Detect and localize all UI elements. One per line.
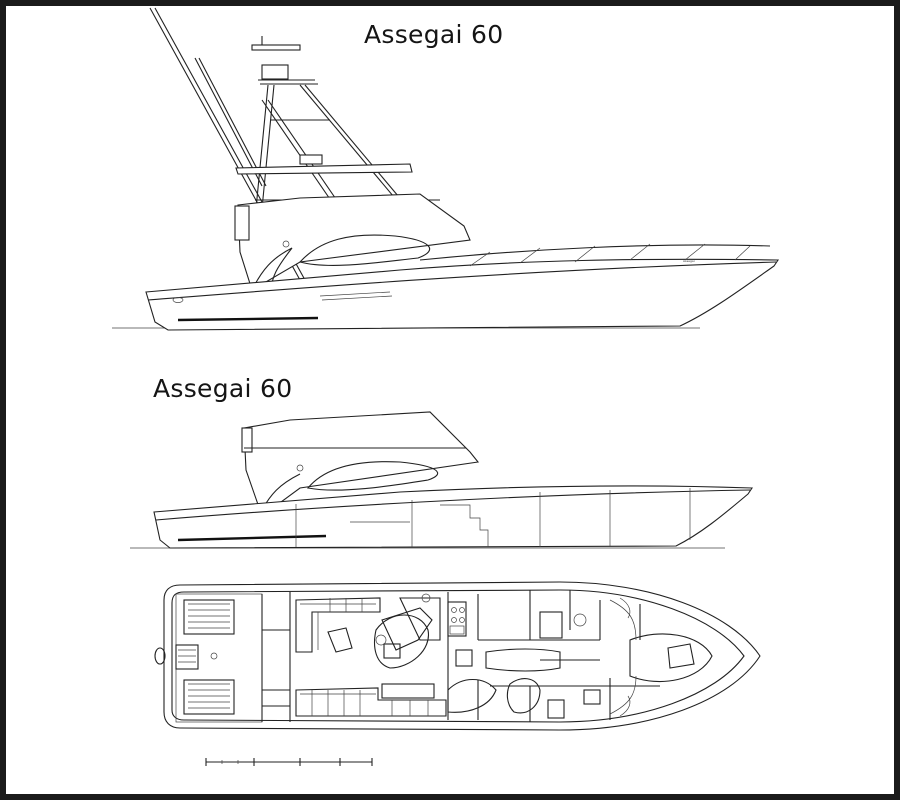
profile-no-tower-title: Assegai 60: [153, 374, 293, 403]
deck-plan: [154, 581, 761, 766]
aft-settee: [295, 683, 447, 717]
hull: Assegai: [145, 243, 780, 331]
superstructure: [234, 193, 471, 293]
hull-2: [153, 485, 754, 549]
galley: [447, 601, 473, 667]
forward-berth: [609, 597, 713, 717]
companionway: [447, 611, 601, 719]
salon-dinette: [373, 593, 441, 669]
scale-bar: [205, 758, 373, 766]
hull-outline-plan: [163, 581, 761, 731]
profile-title: Assegai 60: [364, 20, 504, 49]
superstructure-2: [241, 411, 480, 517]
profile-with-tower: Assegai: [112, 7, 780, 331]
salon-settee: [295, 597, 381, 653]
svg-text:Assegai: Assegai: [683, 259, 695, 263]
profile-without-tower: [130, 411, 754, 549]
